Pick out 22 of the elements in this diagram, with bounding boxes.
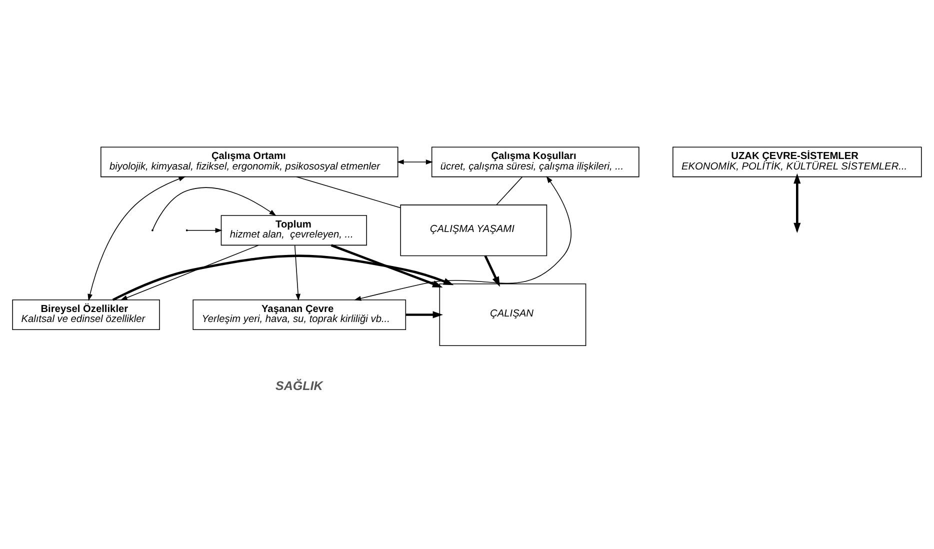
arrow <box>484 255 500 287</box>
arrow <box>354 176 572 301</box>
arrow <box>152 187 276 230</box>
node-box: Toplum hizmet alan, çevreleyen, ... <box>220 215 367 246</box>
label: SAĞLIK <box>276 378 323 393</box>
node-box: ÇALIŞMA YAŞAMI <box>400 204 548 256</box>
arrow <box>396 160 433 164</box>
arrow <box>112 254 454 301</box>
node-box: Çalışma Ortamı biyolojik, kimyasal, fiziksel, ergonomik, psikososyal etmenler <box>100 146 398 178</box>
connector <box>296 176 401 208</box>
arrow <box>120 244 259 300</box>
arrow <box>330 244 443 288</box>
connector <box>496 176 523 206</box>
arrow <box>88 176 186 302</box>
node-box: Bireysel Özellikler Kalıtsal ve edinsel özellikler <box>12 300 160 330</box>
arrow <box>406 311 443 318</box>
node-box: Çalışma Koşulları ücret, çalışma süresi, çalışma ilişkileri, ... <box>431 146 640 178</box>
arrow <box>187 228 222 233</box>
arrow <box>294 245 301 301</box>
node-box: ÇALIŞAN <box>439 283 586 346</box>
node-box: Yaşanan Çevre Yerleşim yeri, hava, su, toprak kirliliği vb... <box>192 300 406 330</box>
node-box: UZAK ÇEVRE-SİSTEMLER EKONOMİK, POLİTİK, KÜLTÜREL SİSTEMLER... <box>672 146 922 178</box>
